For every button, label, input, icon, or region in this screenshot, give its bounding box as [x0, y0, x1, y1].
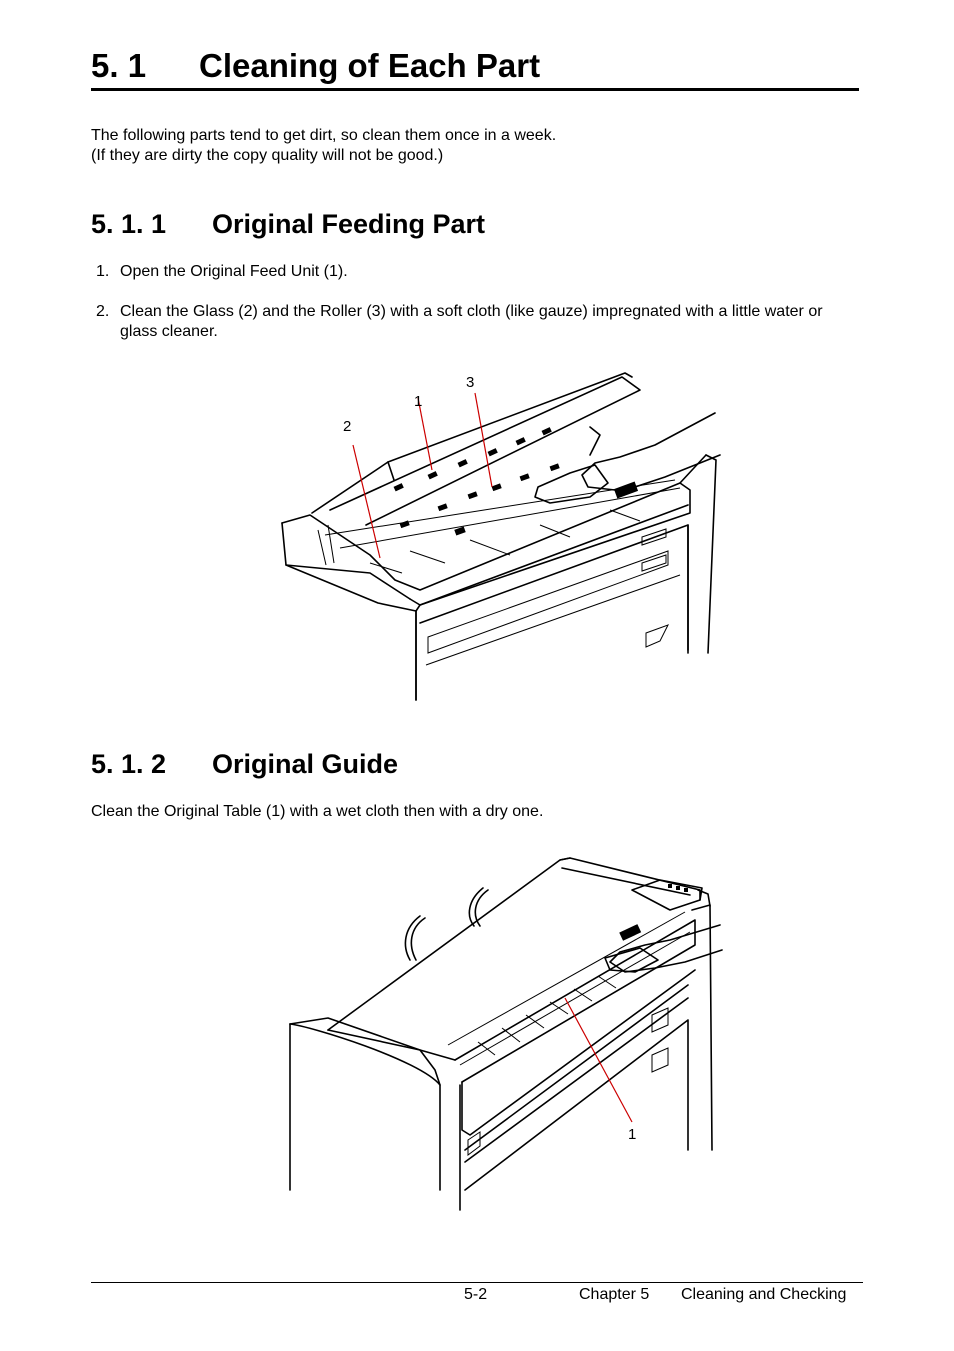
figure-original-feeding-part	[281, 372, 721, 701]
subsection-title: Original Guide	[212, 749, 399, 779]
original-guide-text: Clean the Original Table (1) with a wet …	[91, 803, 544, 820]
step-2: 2. Clean the Glass (2) and the Roller (3…	[96, 302, 866, 342]
callout-3: 3	[466, 374, 475, 391]
footer-rule	[91, 1282, 863, 1283]
subsection-heading-original-feeding: 5. 1. 1 Original Feeding Part	[91, 208, 485, 240]
footer-title: Cleaning and Checking	[681, 1286, 847, 1303]
footer-chapter: Chapter 5	[579, 1286, 650, 1303]
subsection-number: 5. 1. 2	[91, 749, 167, 779]
subsection-title: Original Feeding Part	[212, 209, 486, 239]
callout-2: 2	[343, 418, 352, 435]
section-heading: 5. 1 Cleaning of Each Part	[91, 46, 859, 91]
step-1: 1. Open the Original Feed Unit (1).	[96, 262, 866, 282]
step-text: Clean the Glass (2) and the Roller (3) w…	[120, 303, 823, 340]
page-number: 5-2	[464, 1286, 488, 1303]
section-number: 5. 1	[91, 47, 147, 84]
subsection-heading-original-guide: 5. 1. 2 Original Guide	[91, 748, 398, 780]
step-number: 1.	[96, 263, 110, 280]
callout-1: 1	[414, 393, 423, 410]
callout-1: 1	[628, 1126, 637, 1143]
intro-text: The following parts tend to get dirt, so…	[91, 126, 556, 166]
intro-line-1: The following parts tend to get dirt, so…	[91, 127, 557, 144]
intro-line-2: (If they are dirty the copy quality will…	[91, 147, 444, 164]
step-text: Open the Original Feed Unit (1).	[120, 263, 348, 280]
subsection-number: 5. 1. 1	[91, 209, 167, 239]
figure-original-guide	[289, 857, 723, 1211]
step-number: 2.	[96, 303, 110, 320]
section-title: Cleaning of Each Part	[199, 47, 541, 84]
